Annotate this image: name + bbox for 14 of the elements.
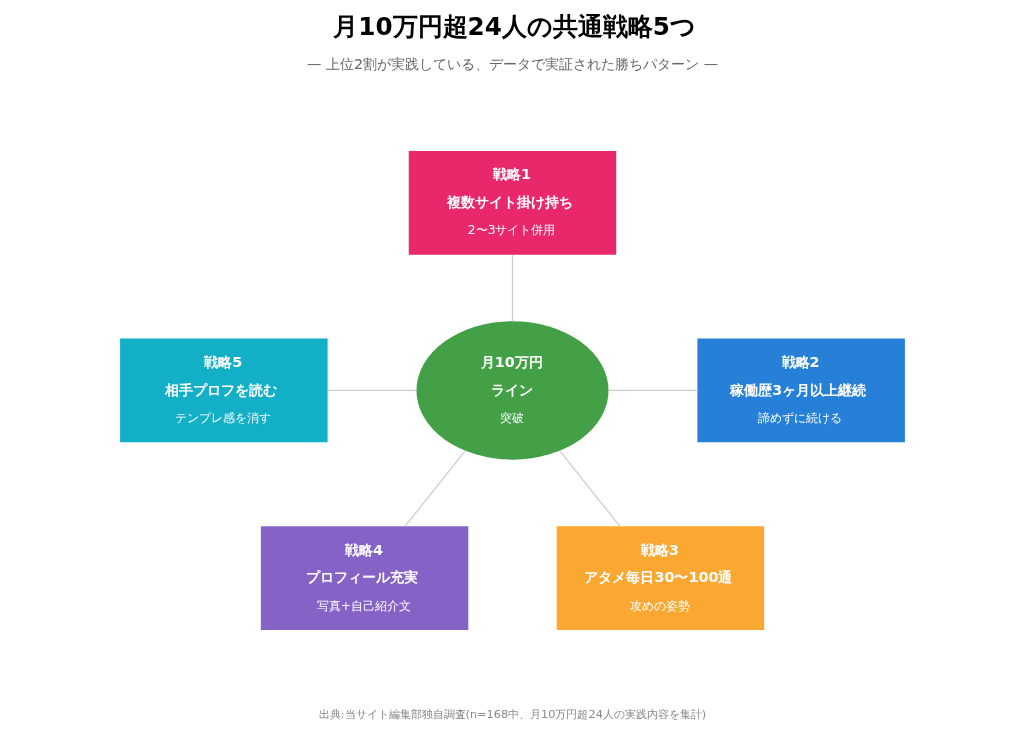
diagram-title: 月10万円超24人の共通戦略5つ [332, 12, 696, 42]
connector [607, 389, 698, 392]
node-ellipse: 月10万円 ライン 突破 [415, 321, 609, 460]
connector [511, 254, 513, 322]
node-box: 戦略1 複数サイト掛け持ち 2〜3サイト併用 [408, 150, 616, 255]
node-box: 戦略4 プロフィール充実 写真+自己紹介文 [260, 526, 468, 630]
connector [326, 389, 417, 392]
label: — 上位2割が実践している、データで実証された勝ちパターン — [306, 56, 718, 73]
label: 出典:当サイト編集部独自調査(n=168中、月10万円超24人の実践内容を集計) [318, 708, 706, 722]
node-box: 戦略2 稼働歴3ヶ月以上継続 諦めずに続ける [696, 338, 905, 443]
node-box: 戦略3 アタメ毎日30〜100通 攻めの姿勢 [556, 526, 764, 630]
node-box: 戦略5 相手プロフを読む テンプレ感を消す [119, 338, 328, 443]
connector [558, 450, 620, 527]
connector [404, 450, 466, 527]
